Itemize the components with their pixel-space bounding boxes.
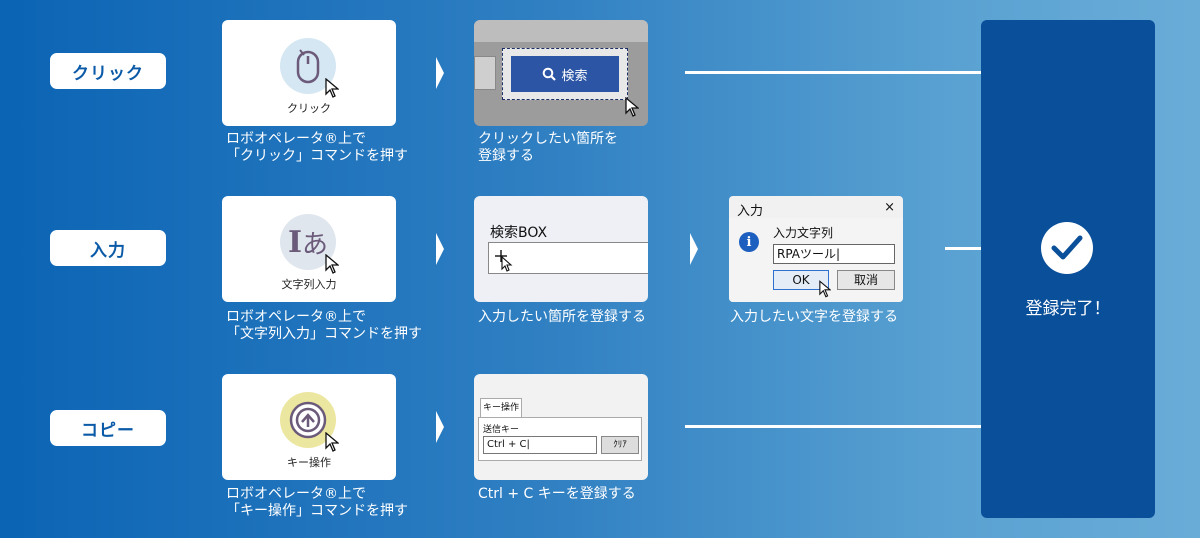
click-target-screenshot: 検索	[474, 20, 648, 126]
key-tab: キー操作	[480, 398, 522, 418]
step-chevron	[690, 233, 698, 265]
cursor-icon	[625, 96, 640, 121]
ok-button[interactable]: OK	[773, 270, 829, 290]
info-glyph: i	[746, 234, 752, 250]
key-panel: 送信キー Ctrl + C| ｸﾘｱ	[478, 417, 642, 461]
search-icon	[543, 67, 557, 81]
key-field-input: Ctrl + C|	[483, 436, 597, 454]
row-label-text: クリック	[72, 63, 144, 84]
cursor-icon	[325, 253, 340, 278]
copy-target-screenshot: キー操作 送信キー Ctrl + C| ｸﾘｱ	[474, 374, 648, 480]
arrow-line	[685, 71, 983, 74]
row-label-click: クリック	[50, 53, 166, 89]
done-text: 登録完了！	[1025, 299, 1111, 319]
input-target-screenshot: 検索BOX	[474, 196, 648, 302]
cursor-icon	[325, 77, 340, 102]
close-icon[interactable]: ×	[884, 200, 895, 215]
dialog-caption: 入力したい文字を登録する	[730, 309, 898, 325]
info-icon: i	[739, 232, 759, 252]
input-dialog: 入力 × i 入力文字列 RPAツール| OK 取消	[729, 196, 903, 302]
dialog-title: 入力	[737, 204, 764, 219]
step-chevron	[436, 57, 444, 89]
row-label-text: 入力	[90, 240, 126, 261]
target-caption: クリックしたい箇所を 登録する	[478, 131, 618, 164]
dialog-body: i 入力文字列 RPAツール| OK 取消	[729, 218, 903, 302]
text-input-icon: I あ	[280, 214, 336, 270]
search-button: 検索	[511, 56, 619, 92]
command-card-label: クリック	[287, 102, 331, 115]
arrow-line	[945, 247, 983, 250]
command-caption: ロボオペレータ®上で 「文字列入力」コマンドを押す	[226, 309, 422, 342]
row-label-input: 入力	[50, 230, 166, 266]
command-caption: ロボオペレータ®上で 「クリック」コマンドを押す	[226, 131, 408, 164]
target-field-label: 検索BOX	[490, 225, 548, 241]
cursor-icon	[819, 280, 832, 302]
step-chevron	[436, 233, 444, 265]
target-caption: 入力したい箇所を登録する	[478, 309, 646, 325]
check-icon	[1041, 222, 1093, 274]
input-glyph: あ	[302, 229, 329, 260]
clear-button: ｸﾘｱ	[601, 436, 639, 454]
dialog-text-input[interactable]: RPAツール|	[773, 244, 895, 264]
crosshair-icon	[494, 248, 514, 276]
cursor-icon	[325, 431, 340, 456]
target-field	[488, 242, 648, 274]
cancel-button[interactable]: 取消	[837, 270, 895, 290]
search-button-label: 検索	[561, 68, 588, 84]
arrow-line	[685, 425, 983, 428]
command-card-label: 文字列入力	[281, 278, 337, 291]
step-chevron	[436, 411, 444, 443]
dialog-prompt: 入力文字列	[773, 226, 834, 240]
input-command-card: I あ 文字列入力	[222, 196, 396, 302]
done-panel: 登録完了！	[981, 20, 1155, 518]
command-card-label: キー操作	[287, 456, 331, 469]
target-caption: Ctrl + C キーを登録する	[478, 486, 636, 502]
command-caption: ロボオペレータ®上で 「キー操作」コマンドを押す	[226, 486, 408, 519]
copy-command-card: キー操作	[222, 374, 396, 480]
row-label-copy: コピー	[50, 410, 166, 446]
row-label-text: コピー	[81, 420, 135, 441]
mouse-icon	[280, 38, 336, 94]
click-command-card: クリック	[222, 20, 396, 126]
key-field-label: 送信キー	[483, 425, 520, 435]
